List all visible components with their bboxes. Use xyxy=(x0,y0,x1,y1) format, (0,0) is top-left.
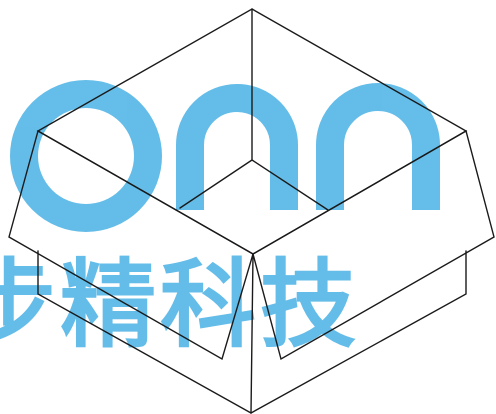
watermark-letter-n-1 xyxy=(176,84,298,210)
watermark-letter-o xyxy=(10,80,162,232)
box-inner-floor xyxy=(179,159,329,211)
watermark-logo: 步精科技 xyxy=(0,80,440,361)
box-right-wall xyxy=(250,250,467,414)
box-left-wall xyxy=(37,250,252,414)
box-right-flap xyxy=(252,129,495,361)
box-left-flap xyxy=(8,129,254,361)
watermark-letter-n-2 xyxy=(316,83,440,210)
box-front-corner-edge xyxy=(250,253,254,414)
watermark-company-text: 步精科技 xyxy=(0,249,360,361)
open-box xyxy=(8,8,495,414)
